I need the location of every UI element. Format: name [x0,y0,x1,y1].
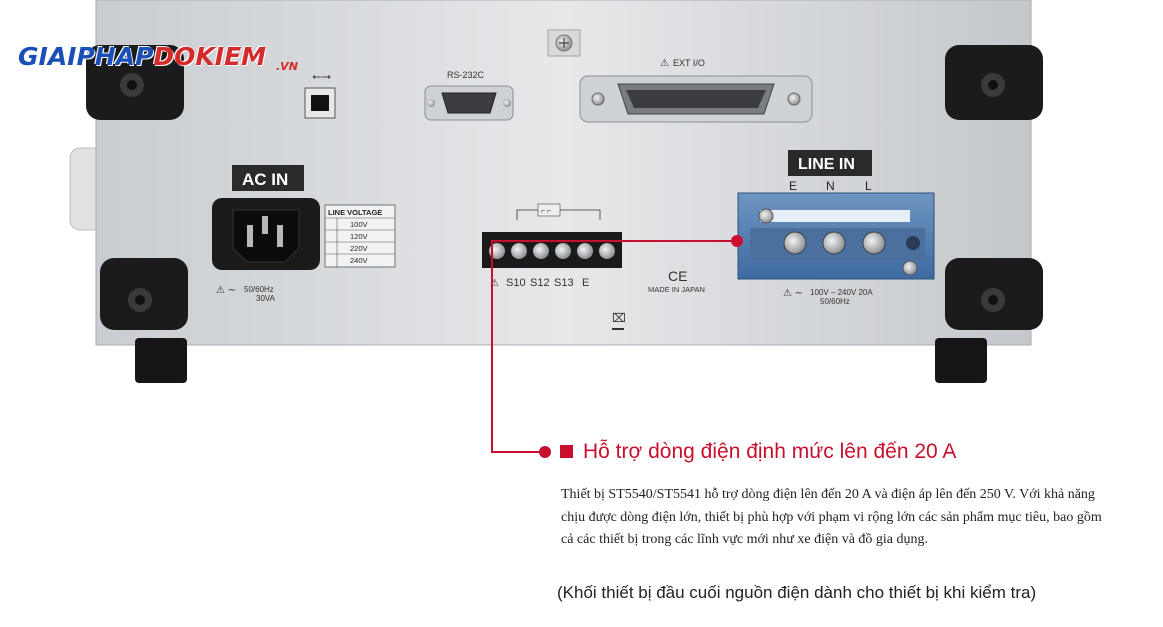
line-voltage-option: 120V [350,232,368,241]
line-in-terminal: E [789,179,797,193]
rs232c-label: RS-232C [447,70,485,80]
signal-terminal-block: ⌐ ⌐ ⚠ S10 S12 S13 E [482,203,622,289]
svg-text:⚠ ∼: ⚠ ∼ [216,285,236,296]
line-in-terminal: N [826,179,835,193]
rs232c-port: RS-232C [424,70,514,121]
line-in-rating: 100V – 240V 20A [810,288,873,297]
line-in-freq: 50/60Hz [820,297,850,306]
svg-text:⚠ ∼: ⚠ ∼ [783,288,803,299]
corner-bumper-top-right [945,45,1043,120]
weee-icon: ⌧ [612,311,626,325]
corner-bumper-bottom-left [100,258,188,330]
ext-io-label: EXT I/O [673,58,705,68]
ac-rating-freq: 50/60Hz [244,285,274,294]
terminal-label: S13 [554,277,574,289]
ac-in-label: AC IN [242,170,288,189]
logo-text: GIAIPHAPDOKIEM [18,42,267,71]
foot-left [135,338,187,383]
annotation-caption: (Khối thiết bị đầu cuối nguồn điện dành … [557,583,1037,602]
logo-suffix: .VN [276,60,298,73]
svg-text:⚠: ⚠ [490,278,499,289]
top-screw [547,29,581,57]
usb-port: ⭠⭢ [304,69,336,119]
line-voltage-table: LINE VOLTAGE 100V 120V 220V 240V [324,204,396,268]
terminal-label: E [582,277,589,289]
line-voltage-option: 100V [350,220,368,229]
usb-icon: ⭠⭢ [312,69,332,83]
ac-rating: ⚠ ∼ 50/60Hz 30VA [216,285,276,303]
ac-rating-power: 30VA [256,294,276,303]
foot-right [935,338,987,383]
line-in-terminal: L [865,179,872,193]
line-voltage-option: 240V [350,256,368,265]
heading-square-icon [560,445,573,458]
line-voltage-option: 220V [350,244,368,253]
terminal-label: S10 [506,277,526,289]
svg-text:⚠: ⚠ [660,58,669,69]
made-in-label: MADE IN JAPAN [648,285,705,294]
annotation-heading: Hỗ trợ dòng điện định mức lên đến 20 A [583,440,957,463]
line-voltage-title: LINE VOLTAGE [328,208,382,217]
callout-line [491,235,743,458]
brand-logo: GIAIPHAPDOKIEM .VN [18,30,318,90]
compliance-marks: CE MADE IN JAPAN ⌧ [612,268,705,330]
corner-bumper-top-left [86,45,184,120]
ac-in-inlet: AC IN [212,165,320,270]
corner-bumper-bottom-right [945,258,1043,330]
callout-dot-end [539,446,551,458]
line-in-label: LINE IN [798,156,855,173]
line-in-terminal-block: LINE IN E N L ⚠ ∼ 100V – 240V 20A 50/60H… [737,150,935,306]
ce-mark: CE [668,268,687,284]
svg-text:⌐ ⌐: ⌐ ⌐ [541,208,551,215]
ext-io-port: ⚠ EXT I/O [579,58,813,123]
terminal-label: S12 [530,277,550,289]
annotation-body: Thiết bị ST5540/ST5541 hỗ trợ dòng điện … [561,487,1102,547]
